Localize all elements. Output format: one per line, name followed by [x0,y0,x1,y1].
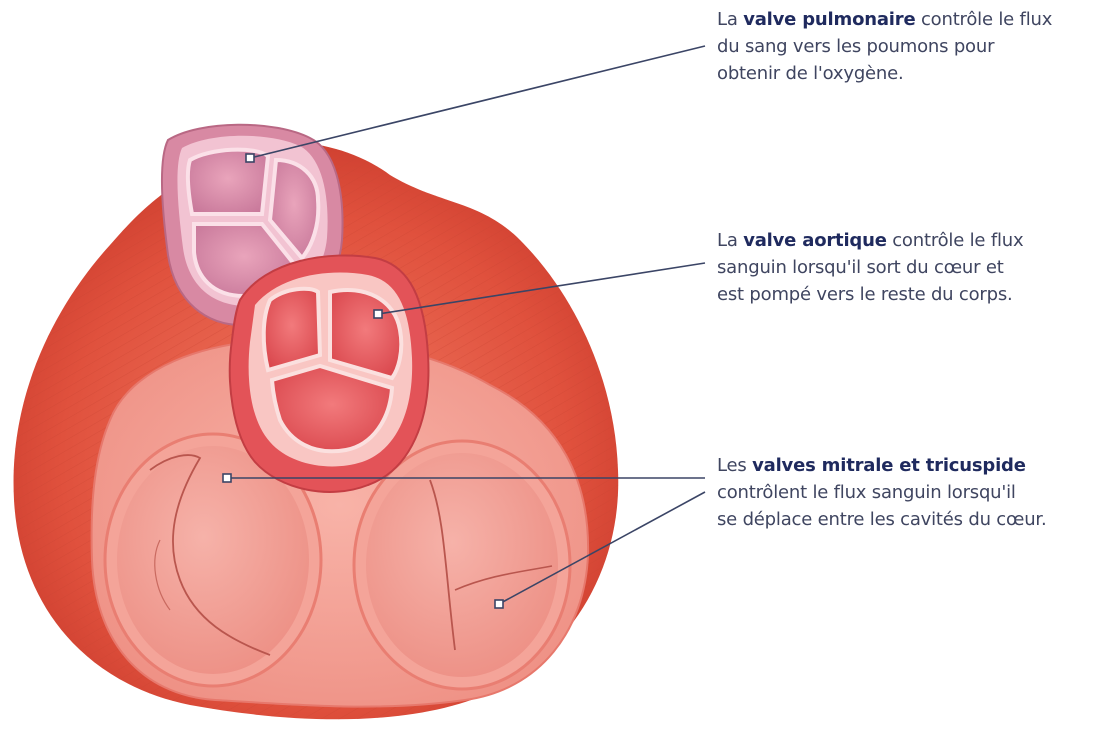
aortic-label-line-1: La valve aortique contrôle le flux [717,227,1023,254]
pulmonary-label-line-1: La valve pulmonaire contrôle le flux [717,6,1052,33]
aortic-prefix: La [717,230,743,251]
pulmonary-line1-rest: contrôle le flux [915,9,1052,30]
pulmonary-prefix: La [717,9,743,30]
aortic-valve [230,255,429,491]
mitral-label-line-2: contrôlent le flux sanguin lorsqu'il [717,479,1047,506]
aortic-valve-label: La valve aortique contrôle le flux sangu… [717,227,1023,308]
marker-aortic [374,310,382,318]
aortic-label-line-3: est pompé vers le reste du corps. [717,281,1023,308]
mitral-label-line-3: se déplace entre les cavités du cœur. [717,506,1047,533]
aortic-label-line-2: sanguin lorsqu'il sort du cœur et [717,254,1023,281]
pulmonary-term: valve pulmonaire [743,9,915,30]
mitral-prefix: Les [717,455,752,476]
pulmonary-label-line-3: obtenir de l'oxygène. [717,60,1052,87]
marker-pulmonary [246,154,254,162]
pulmonary-label-line-2: du sang vers les poumons pour [717,33,1052,60]
aortic-term: valve aortique [743,230,887,251]
marker-mitral [223,474,231,482]
mitral-tricuspid-valves-label: Les valves mitrale et tricuspide contrôl… [717,452,1047,533]
aortic-line1-rest: contrôle le flux [887,230,1024,251]
marker-tricuspid [495,600,503,608]
leader-line-pulmonary [250,46,705,158]
mitral-label-line-1: Les valves mitrale et tricuspide [717,452,1047,479]
mitral-term: valves mitrale et tricuspide [752,455,1026,476]
pulmonary-valve-label: La valve pulmonaire contrôle le flux du … [717,6,1052,87]
